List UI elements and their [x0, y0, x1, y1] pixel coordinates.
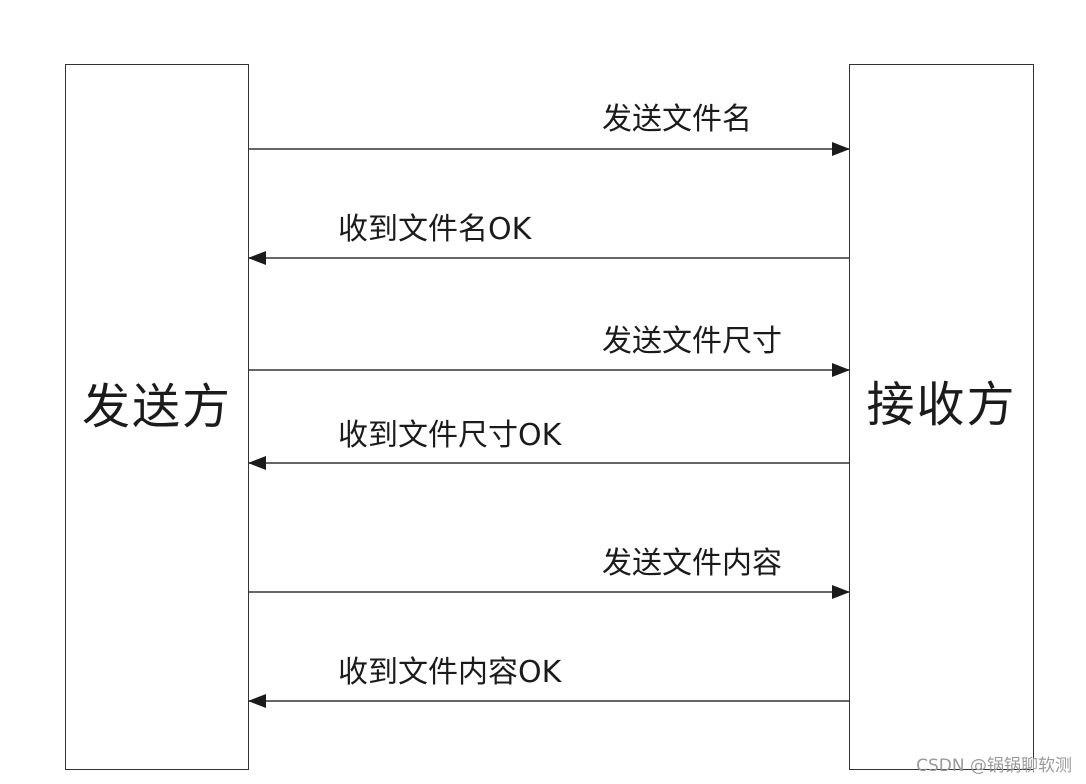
message-label-3: 发送文件尺寸 [602, 324, 782, 359]
message-label-4: 收到文件尺寸OK [338, 418, 562, 453]
receiver-lifeline-box: 接收方 [849, 64, 1034, 770]
receiver-label: 接收方 [866, 377, 1017, 433]
watermark: CSDN @锅锅聊软测 [916, 756, 1072, 776]
message-label-1: 发送文件名 [602, 102, 752, 137]
sender-label: 发送方 [81, 379, 232, 435]
message-label-6: 收到文件内容OK [338, 655, 562, 690]
message-label-5: 发送文件内容 [602, 546, 782, 581]
message-label-2: 收到文件名OK [338, 212, 532, 247]
sender-lifeline-box: 发送方 [65, 64, 249, 770]
